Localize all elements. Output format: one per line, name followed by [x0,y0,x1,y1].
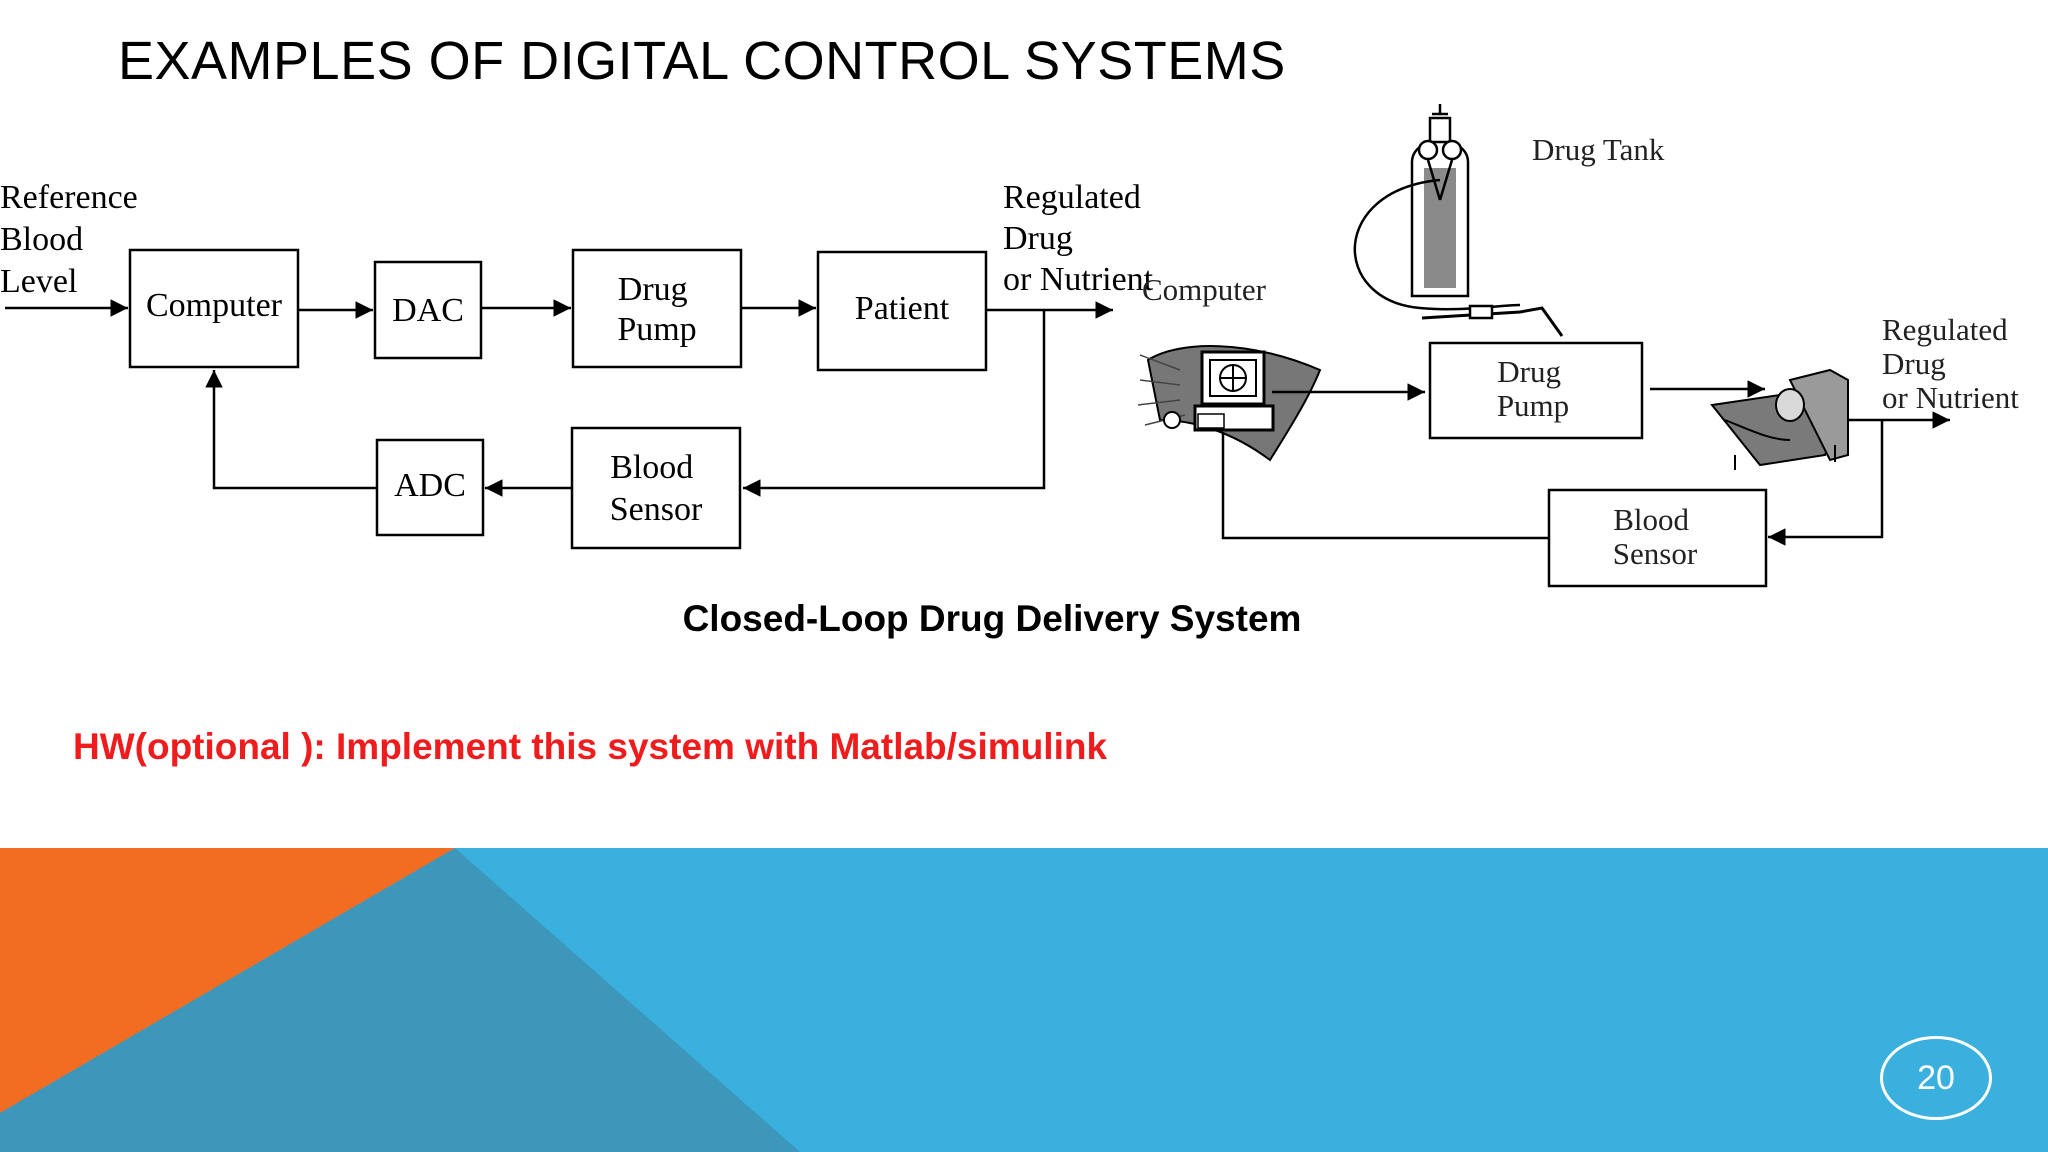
drug-tank-icon [1353,104,1564,337]
illustration-output-label: Regulated Drug or Nutrient [1882,312,2019,415]
computer-block-label: Computer [146,287,283,324]
drug-pump-block-label: Drug Pump [617,271,696,348]
output-to-sensor-line [1768,420,1884,546]
patient-block-label: Patient [855,290,950,327]
dac-block [373,260,483,360]
sensor-box [1547,488,1768,588]
footer-decoration [0,848,2048,1152]
pump-box-label: Drug Pump [1497,354,1569,423]
computer-icon [1137,345,1322,462]
system-illustration: Drug Tank Computer Drug Pump [1137,104,2019,588]
diagram-caption: Closed-Loop Drug Delivery System [682,598,1302,639]
block-diagram: Reference Blood Level Computer DAC Drug … [0,179,1154,550]
slide-title: EXAMPLES OF DIGITAL CONTROL SYSTEMS [118,31,1286,91]
pump-box [1428,341,1644,440]
reference-blood-level-label: Reference Blood Level [0,179,146,300]
dac-block-label: DAC [392,292,464,329]
sensor-box-label: Blood Sensor [1613,502,1698,571]
blood-sensor-block [570,426,742,550]
slide-number: 20 [1917,1058,1955,1097]
homework-note: HW(optional ): Implement this system wit… [73,726,1108,767]
drug-delivery-diagram: Reference Blood Level Computer DAC Drug … [0,104,2019,588]
computer-block [128,248,300,369]
sensor-to-computer-line [1221,432,1549,540]
computer-illustration-label: Computer [1142,272,1267,307]
blood-sensor-block-label: Blood Sensor [610,449,703,528]
slide-number-badge: 20 [1880,1036,1992,1120]
output-to-sensor-arrow [743,310,1046,497]
drug-tank-label: Drug Tank [1532,132,1665,167]
regulated-output-label: Regulated Drug or Nutrient [1003,179,1154,298]
adc-to-computer-arrow [205,370,377,490]
adc-block-label: ADC [394,467,466,504]
footer-dark-blue-shape [0,848,800,1152]
drug-pump-block [571,248,743,369]
patient-icon [1710,368,1849,470]
